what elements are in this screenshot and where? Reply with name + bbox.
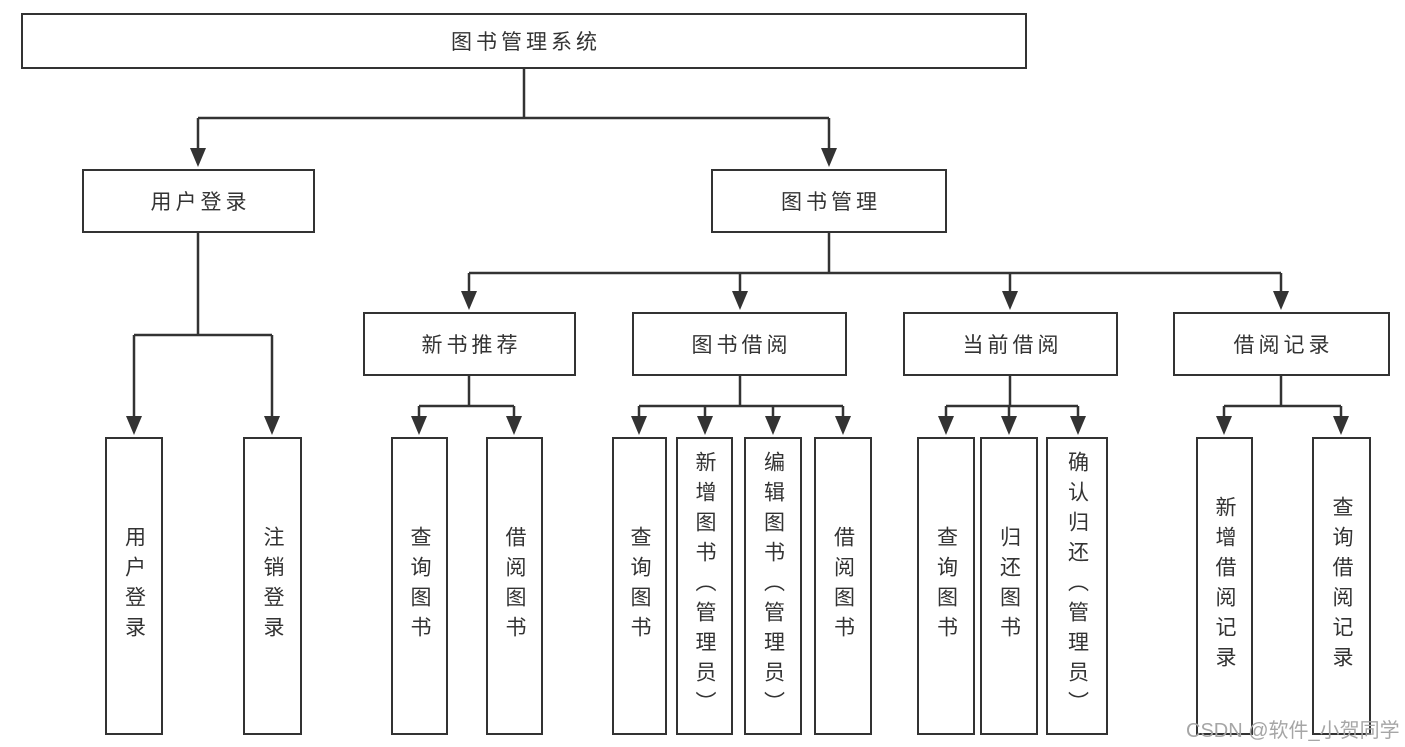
leaf-query-books-1-label: 查询图书 bbox=[408, 526, 431, 646]
connector-bookmgmt-to-level3 bbox=[467, 233, 1283, 294]
node-borrowing-records-label: 借阅记录 bbox=[1233, 334, 1334, 357]
arrow-down-icon bbox=[765, 416, 781, 435]
leaf-logout-label: 注销登录 bbox=[261, 526, 284, 646]
leaf-borrow-books-1: 借阅图书 bbox=[486, 437, 543, 735]
node-user-login-label: 用户登录 bbox=[150, 191, 251, 214]
leaf-query-books-2: 查询图书 bbox=[612, 437, 667, 735]
leaf-edit-books-admin: 编辑图书（管理员） bbox=[744, 437, 802, 735]
leaf-user-login-label: 用户登录 bbox=[122, 526, 146, 646]
arrowhead-icons bbox=[126, 148, 1349, 435]
leaf-query-books-3-label: 查询图书 bbox=[934, 526, 958, 646]
arrow-down-icon bbox=[697, 416, 713, 435]
arrow-down-icon bbox=[732, 291, 748, 310]
arrow-down-icon bbox=[938, 416, 954, 435]
arrow-down-icon bbox=[1333, 416, 1349, 435]
csdn-watermark: CSDN @软件_小贺同学 bbox=[1186, 720, 1400, 742]
arrow-down-icon bbox=[821, 148, 837, 167]
arrow-down-icon bbox=[126, 416, 142, 435]
leaf-add-books-admin-label: 新增图书（管理员） bbox=[693, 451, 716, 721]
leaf-logout: 注销登录 bbox=[243, 437, 302, 735]
connector-borrowrecords-to-leaves bbox=[1222, 376, 1343, 420]
arrow-down-icon bbox=[506, 416, 522, 435]
connector-currentborrow-to-leaves bbox=[944, 376, 1080, 420]
leaf-return-books: 归还图书 bbox=[980, 437, 1038, 735]
leaf-add-borrow-record-label: 新增借阅记录 bbox=[1213, 496, 1236, 676]
leaf-borrow-books-2: 借阅图书 bbox=[814, 437, 872, 735]
leaf-query-books-1: 查询图书 bbox=[391, 437, 448, 735]
leaf-return-books-label: 归还图书 bbox=[997, 526, 1021, 646]
leaf-borrow-books-2-label: 借阅图书 bbox=[831, 526, 855, 646]
node-new-book-recommendation-label: 新书推荐 bbox=[421, 334, 522, 357]
leaf-query-borrow-record-label: 查询借阅记录 bbox=[1330, 496, 1353, 676]
node-new-book-recommendation: 新书推荐 bbox=[363, 312, 576, 376]
node-current-borrowing-label: 当前借阅 bbox=[962, 334, 1063, 357]
arrow-down-icon bbox=[1216, 416, 1232, 435]
node-root-label: 图书管理系统 bbox=[451, 31, 601, 54]
node-current-borrowing: 当前借阅 bbox=[903, 312, 1118, 376]
arrow-down-icon bbox=[1002, 291, 1018, 310]
node-book-borrowing-label: 图书借阅 bbox=[691, 334, 792, 357]
leaf-confirm-return-admin: 确认归还（管理员） bbox=[1046, 437, 1108, 735]
leaf-query-books-2-label: 查询图书 bbox=[628, 526, 651, 646]
arrow-down-icon bbox=[461, 291, 477, 310]
leaf-borrow-books-1-label: 借阅图书 bbox=[503, 526, 526, 646]
arrow-down-icon bbox=[1001, 416, 1017, 435]
node-book-management: 图书管理 bbox=[711, 169, 947, 233]
node-borrowing-records: 借阅记录 bbox=[1173, 312, 1390, 376]
leaf-confirm-return-admin-label: 确认归还（管理员） bbox=[1065, 451, 1089, 721]
connector-newbookrec-to-leaves bbox=[417, 376, 516, 420]
node-book-borrowing: 图书借阅 bbox=[632, 312, 847, 376]
arrow-down-icon bbox=[1070, 416, 1086, 435]
leaf-edit-books-admin-label: 编辑图书（管理员） bbox=[761, 451, 785, 721]
node-user-login: 用户登录 bbox=[82, 169, 315, 233]
arrow-down-icon bbox=[411, 416, 427, 435]
connector-userlogin-to-leaves bbox=[132, 233, 274, 420]
leaf-user-login: 用户登录 bbox=[105, 437, 163, 735]
connector-bookborrow-to-leaves bbox=[637, 376, 845, 420]
node-root: 图书管理系统 bbox=[21, 13, 1027, 69]
arrow-down-icon bbox=[190, 148, 206, 167]
connector-root-to-level2 bbox=[196, 68, 831, 152]
leaf-add-borrow-record: 新增借阅记录 bbox=[1196, 437, 1253, 735]
arrow-down-icon bbox=[264, 416, 280, 435]
leaf-add-books-admin: 新增图书（管理员） bbox=[676, 437, 733, 735]
arrow-down-icon bbox=[835, 416, 851, 435]
arrow-down-icon bbox=[631, 416, 647, 435]
arrow-down-icon bbox=[1273, 291, 1289, 310]
node-book-management-label: 图书管理 bbox=[781, 191, 881, 214]
leaf-query-books-3: 查询图书 bbox=[917, 437, 975, 735]
leaf-query-borrow-record: 查询借阅记录 bbox=[1312, 437, 1371, 735]
